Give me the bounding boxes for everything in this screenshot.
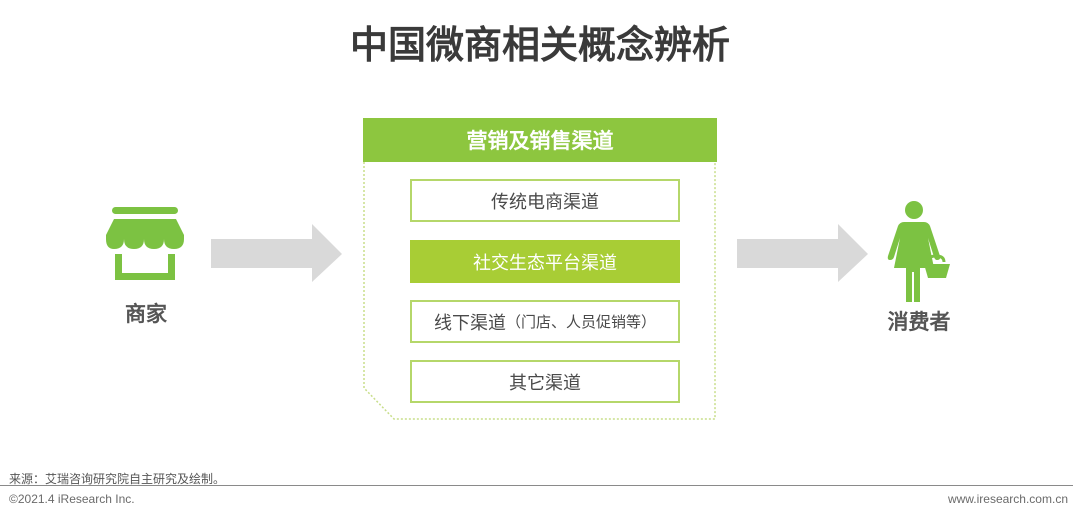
channel-social-platform: 社交生态平台渠道 (410, 240, 680, 283)
channel-label: 传统电商渠道 (491, 191, 599, 213)
page-title: 中国微商相关概念辨析 (349, 23, 730, 67)
footer-divider (0, 485, 1073, 486)
merchant-label: 商家 (125, 302, 167, 326)
copyright: ©2021.4 iResearch Inc. (9, 492, 135, 506)
shopper-with-basket-icon (887, 201, 950, 302)
channel-traditional-ecommerce: 传统电商渠道 (410, 179, 680, 222)
consumer-label: 消费者 (887, 310, 951, 334)
channel-sub-label: （门店、人员促销等） (505, 313, 656, 331)
channel-label: 其它渠道 (509, 372, 581, 394)
storefront-icon (106, 207, 184, 280)
arrow-right-icon (737, 224, 868, 282)
website-link[interactable]: www.iresearch.com.cn (947, 492, 1068, 506)
source-note: 来源：艾瑞咨询研究院自主研究及绘制。 (9, 472, 226, 486)
channel-label: 社交生态平台渠道 (473, 252, 617, 274)
channel-label: 线下渠道 (433, 312, 506, 334)
channel-offline: 线下渠道（门店、人员促销等） (410, 300, 680, 343)
channel-other: 其它渠道 (410, 360, 680, 403)
arrow-right-icon (211, 224, 342, 282)
panel-header: 营销及销售渠道 (363, 118, 717, 162)
